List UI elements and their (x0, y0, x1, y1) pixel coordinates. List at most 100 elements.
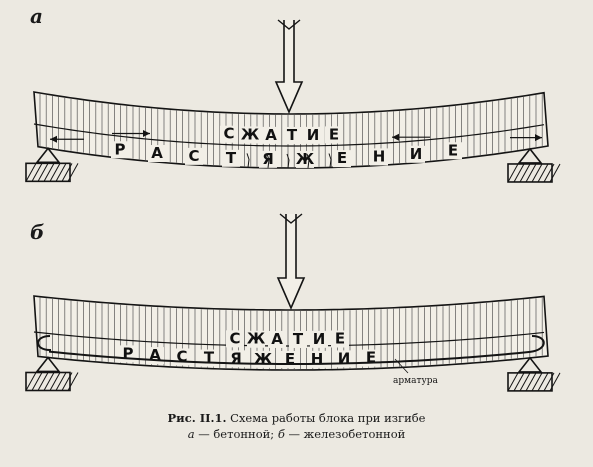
beam-a-foundation-hatch (49, 163, 61, 182)
beam-a-compression-letter: Е (329, 125, 339, 143)
beam-a-load-arrow (274, 20, 304, 115)
beam-a-compression-letter: А (265, 126, 277, 144)
figure-caption-line2: а — бетонной; б — железобетонной (0, 427, 593, 442)
caption-a-text: — бетонной; (198, 427, 275, 441)
beam-a-tension-bg (407, 145, 425, 163)
beam-b-support-right (517, 356, 543, 373)
reinforcement-leader (394, 358, 409, 374)
beam-a-tension-letter: А (151, 144, 163, 162)
beam-a-foundation-hatch (55, 163, 67, 182)
beam-b-compression-letter: А (271, 330, 283, 348)
beam-b-tension-letter: С (176, 347, 187, 365)
beam-a-compression-bg (304, 126, 322, 144)
beam-b-foundation-hatch (49, 372, 61, 391)
beam-a-tension-letter: Я (262, 150, 274, 168)
beam-b-tension-letter: Я (230, 349, 242, 367)
beam-b-foundation-hatch (31, 372, 43, 391)
beam-a-tension-letter: С (188, 147, 199, 165)
beam-a-foundation-hatch (37, 163, 49, 182)
beam-a-tension-bg (111, 141, 129, 159)
beam-a-compression-letter: И (307, 126, 320, 144)
beam-a-crack (266, 153, 270, 168)
beam-a-force-arrowhead (392, 133, 399, 141)
figure-number: Рис. II.1. (167, 411, 227, 425)
beam-a-foundation-hatch (531, 163, 543, 183)
beam-a-compression-letter: Т (287, 126, 298, 144)
beam-b-foundation-hatch (549, 372, 561, 392)
beam-a-tension-letter: Р (115, 140, 126, 158)
beam-a-compression-bg (220, 125, 238, 143)
figure-caption-line1: Рис. II.1. Схема работы блока при изгибе (0, 411, 593, 426)
beam-a-tension-bg (148, 145, 166, 163)
beam-a-foundation-hatch (43, 163, 55, 182)
beam-a-compression-letter: Ж (241, 125, 260, 143)
beam-a-support-left (35, 147, 61, 164)
beam-a-neutral-axis (33, 123, 545, 147)
beam-b-compression-letter: С (229, 329, 240, 347)
beam-b-foundation-hatch (525, 372, 537, 392)
beam-a-compression-bg (262, 126, 280, 144)
beam-a-compression-bg (241, 126, 259, 144)
beam-a-foundation-hatch (525, 163, 537, 183)
beam-a-foundation-hatch (549, 163, 561, 183)
beam-a-foundation-hatch (61, 163, 73, 182)
beam-a-force-arrowhead (50, 135, 57, 143)
beam-a-tension-bg (444, 142, 462, 160)
beam-b-foundation-hatch (537, 372, 549, 392)
beam-a-tension-bg (259, 150, 277, 168)
beam-b-foundation-hatch (37, 372, 49, 391)
beam-a-tension-letter: Е (337, 149, 347, 167)
beam-a-tension-bg (185, 147, 203, 165)
beam-a-foundation-hatch (519, 163, 531, 183)
beam-b-load-arrow (276, 214, 306, 311)
caption-b-text: — железобетонной (288, 427, 406, 441)
beam-b-tension-letter: Т (204, 349, 215, 367)
reinforcement-bar (37, 335, 545, 366)
beam-a-foundation-hatch (25, 163, 37, 182)
beam-a-compression-bg (283, 126, 301, 144)
beam-a-foundation-hatch (67, 163, 79, 182)
beam-a-compression-letter: С (223, 125, 234, 143)
beam-b-foundation-hatch (43, 372, 55, 391)
beam-b-tension-letter: Е (366, 349, 376, 367)
beam-a-tension-bg (333, 150, 351, 168)
beam-a-foundation-hatch (507, 163, 519, 183)
beam-b-tension-letter: Н (311, 350, 324, 368)
beam-a-crack (286, 153, 290, 169)
beam-a-crack (328, 153, 332, 168)
panel-b-label: б (30, 220, 45, 244)
beam-a-tension-letter: И (410, 145, 423, 163)
beam-b-compression-letter: Т (293, 330, 304, 348)
beam-b-compression-bg (226, 330, 244, 348)
beam-a-foundation-hatch (31, 163, 43, 182)
beam-a-tension-bg (296, 150, 314, 168)
beam-a-tension-letter: Н (373, 147, 386, 165)
beam-a-load-arrow-tail (277, 19, 301, 30)
beam-a-crack (246, 153, 250, 168)
beam-a-foundation-hatch (543, 163, 555, 183)
beam-b-foundation-hatch (543, 372, 555, 392)
caption-a-letter: а (187, 427, 195, 441)
beam-b-tension-letter: И (338, 349, 351, 367)
beam-a-tension-bg (222, 149, 240, 167)
beam-b-foundation-hatch (507, 372, 519, 392)
beam-a-foundation-hatch (513, 163, 525, 183)
figure-title: Схема работы блока при изгибе (230, 411, 426, 425)
caption-b-letter: б (277, 427, 285, 441)
beam-a-tension-letter: Ж (296, 150, 315, 168)
beam-b-tension-letter: Е (285, 350, 295, 368)
beam-b-compression-bg (247, 330, 265, 348)
beam-b-foundation-hatch (67, 372, 79, 391)
beam-a-support-right (517, 147, 543, 164)
beam-b-compression-bg (331, 330, 349, 348)
beam-b-foundation-hatch (61, 372, 73, 391)
beam-b-foundation-hatch (25, 372, 37, 391)
beam-a-tension-letter: Т (226, 149, 237, 167)
beam-b-support-left (35, 356, 61, 373)
beam-b-foundation-hatch (531, 372, 543, 392)
beam-b-tension-letter: Ж (254, 350, 273, 368)
beam-b-foundation-hatch (519, 372, 531, 392)
